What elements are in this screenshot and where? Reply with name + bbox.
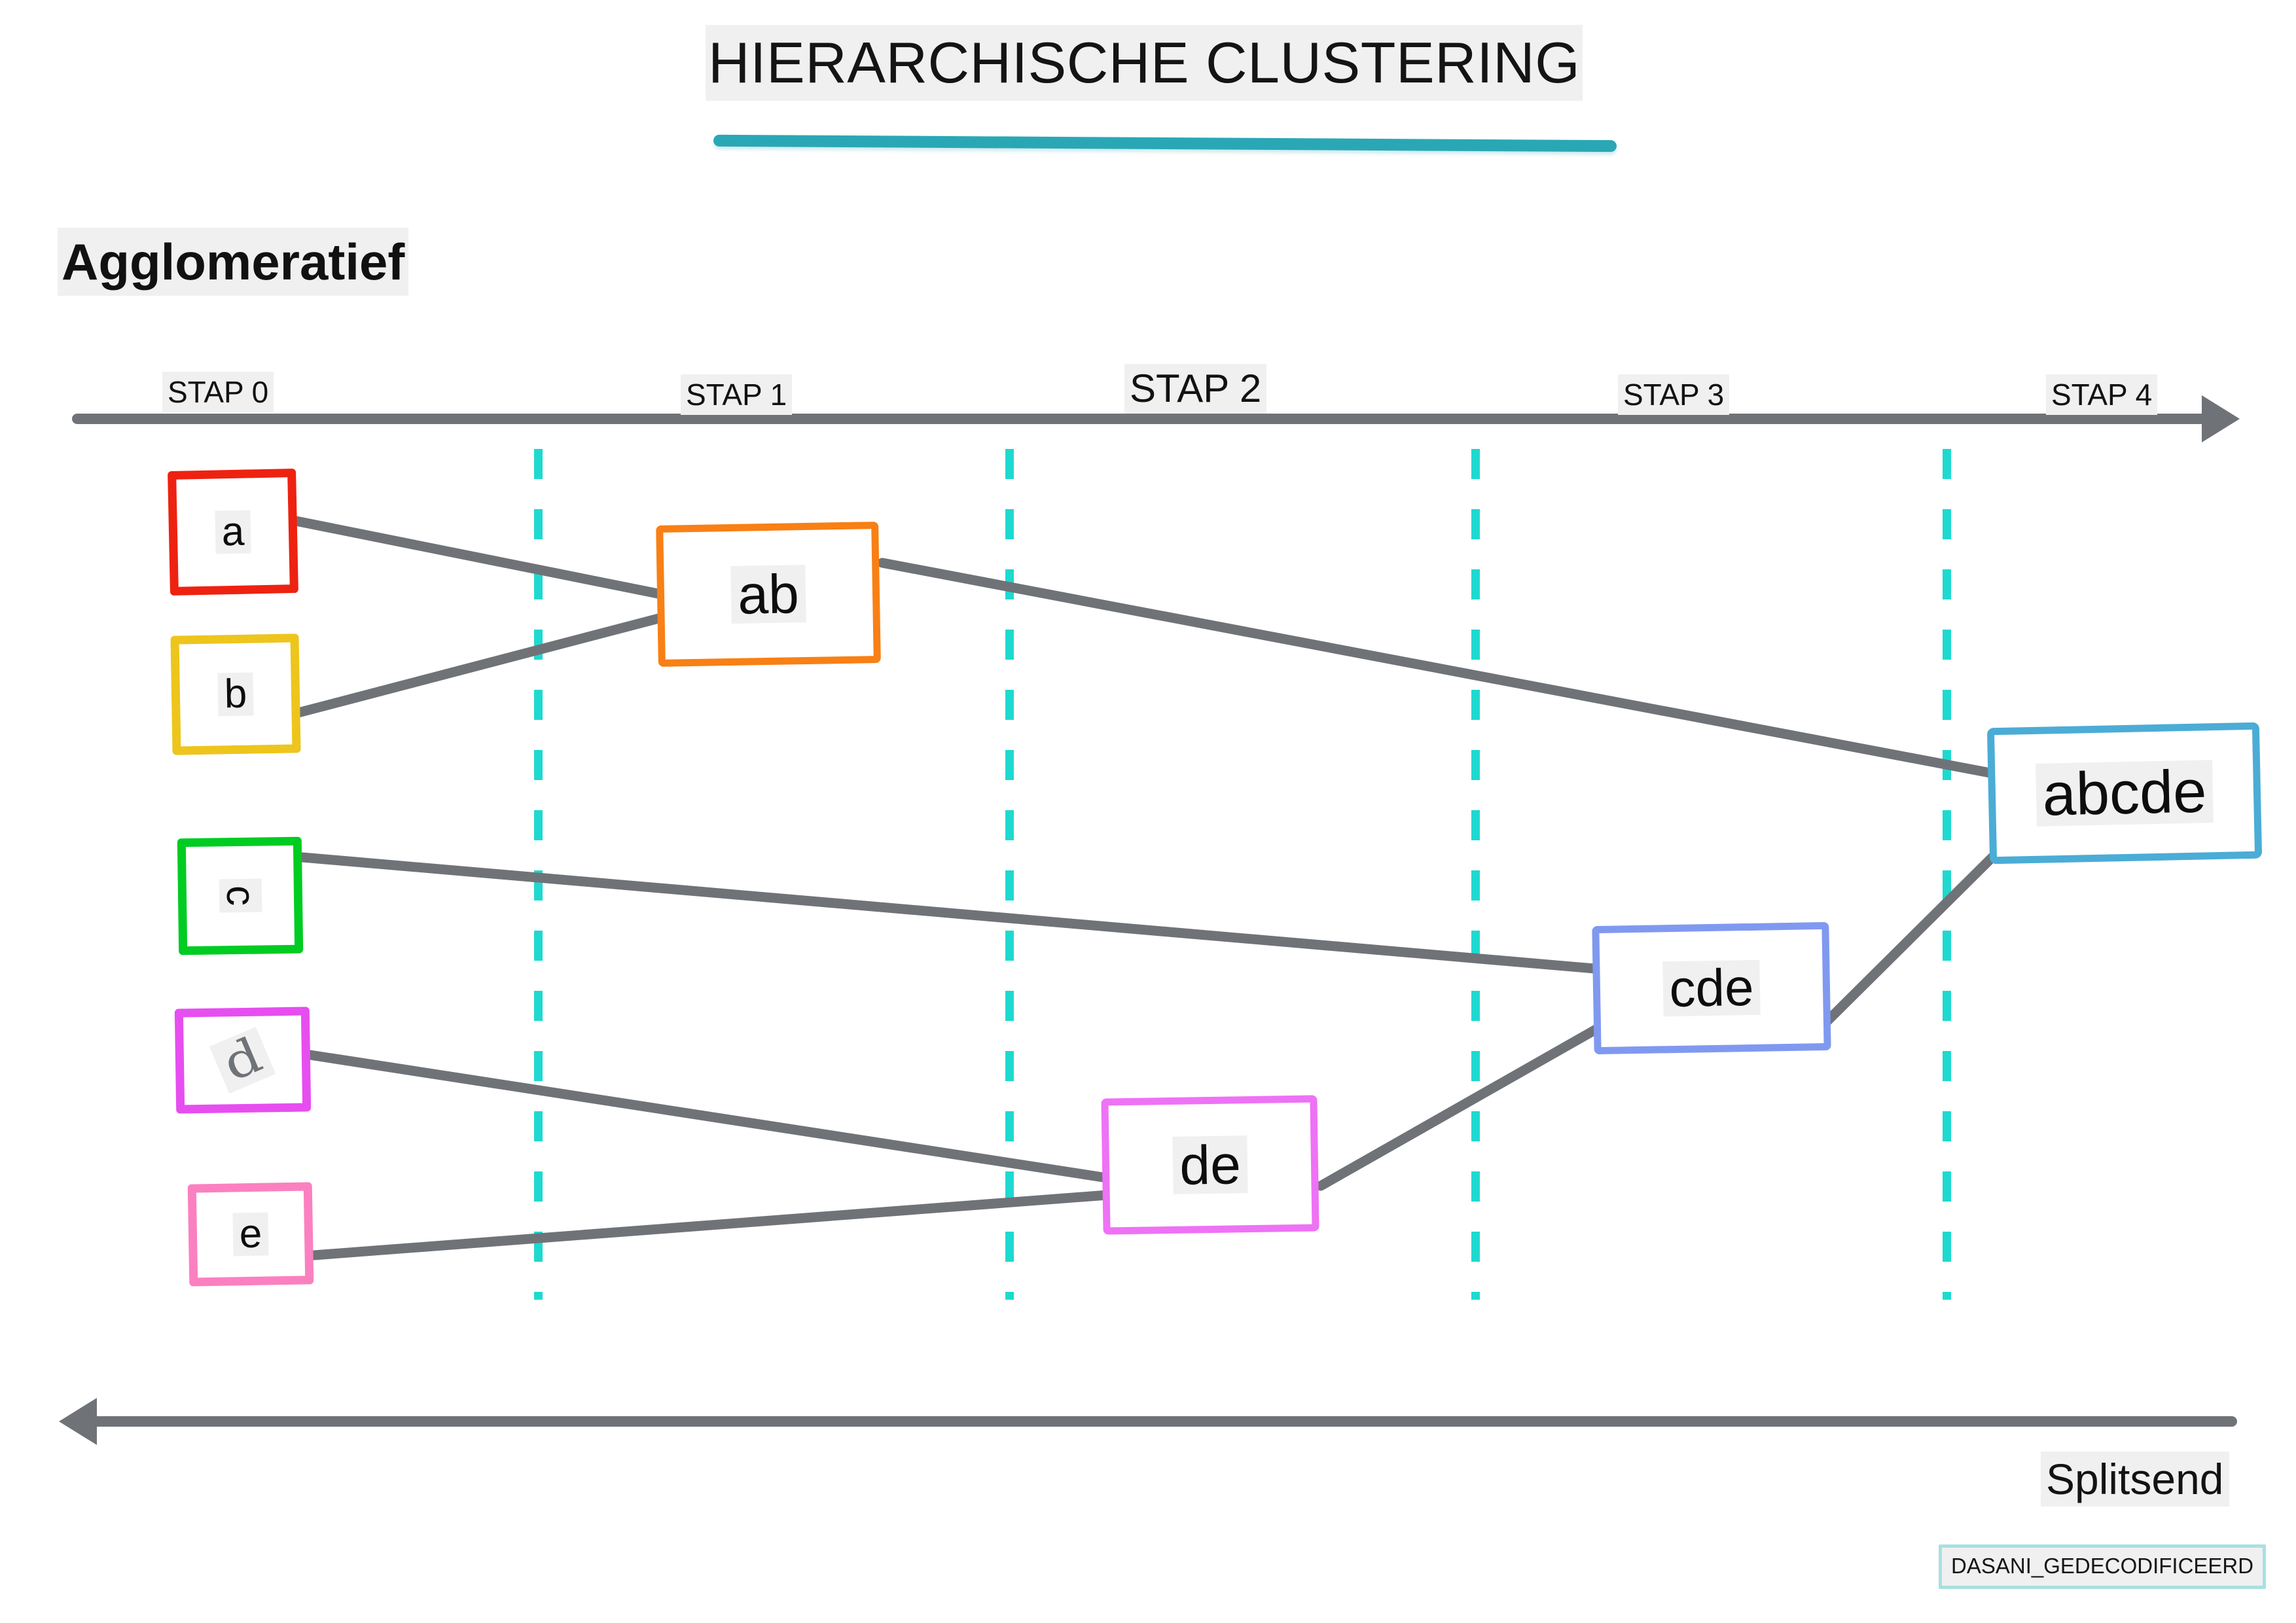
step-label-3: STAP 3 bbox=[1618, 374, 1730, 415]
watermark-label: DASANI_GEDECODIFICEERD bbox=[1939, 1544, 2267, 1589]
step-separator-1 bbox=[534, 449, 543, 1300]
node-abcde[interactable]: abcde bbox=[1986, 722, 2263, 865]
node-e[interactable]: e bbox=[187, 1182, 314, 1287]
edge-b-ab bbox=[291, 613, 666, 719]
node-d-label: d bbox=[209, 1027, 276, 1094]
edge-cde-abcde bbox=[1821, 846, 2004, 1027]
node-b[interactable]: b bbox=[170, 633, 301, 755]
node-de-label: de bbox=[1172, 1133, 1248, 1196]
node-e-label: e bbox=[232, 1211, 269, 1257]
edge-e-de bbox=[309, 1190, 1113, 1260]
node-de[interactable]: de bbox=[1101, 1095, 1319, 1235]
edge-c-cde bbox=[297, 852, 1600, 974]
title-block: HIERARCHISCHE CLUSTERING bbox=[706, 25, 1622, 103]
step-separator-4 bbox=[1943, 449, 1951, 1300]
page-title: HIERARCHISCHE CLUSTERING bbox=[706, 25, 1583, 101]
step-label-1: STAP 1 bbox=[681, 374, 793, 415]
node-a-label: a bbox=[215, 509, 251, 555]
edge-ab-abcde bbox=[877, 558, 1999, 779]
divisive-heading: Splitsend bbox=[2041, 1452, 2229, 1507]
step-separator-2 bbox=[1005, 449, 1014, 1300]
node-ab[interactable]: ab bbox=[656, 522, 881, 667]
node-b-label: b bbox=[217, 671, 254, 717]
node-abcde-label: abcde bbox=[2035, 758, 2214, 828]
agglomerative-heading: Agglomeratief bbox=[58, 228, 409, 296]
node-a[interactable]: a bbox=[168, 468, 298, 596]
timeline-divisive bbox=[84, 1416, 2237, 1427]
arrow-left-icon bbox=[59, 1398, 97, 1445]
node-cde[interactable]: cde bbox=[1592, 921, 1831, 1055]
edge-d-de bbox=[305, 1050, 1113, 1183]
step-label-4: STAP 4 bbox=[2046, 374, 2158, 415]
node-cde-label: cde bbox=[1662, 958, 1761, 1018]
node-ab-label: ab bbox=[730, 563, 806, 626]
edge-a-ab bbox=[291, 516, 666, 599]
title-underline bbox=[713, 134, 1617, 152]
step-separator-3 bbox=[1471, 449, 1480, 1300]
edge-de-cde bbox=[1316, 1024, 1602, 1191]
node-c[interactable]: c bbox=[177, 836, 304, 955]
node-d[interactable]: d bbox=[174, 1007, 312, 1114]
node-c-label: c bbox=[217, 879, 263, 913]
timeline-agglomerative bbox=[72, 414, 2212, 424]
arrow-right-icon bbox=[2202, 395, 2240, 442]
step-label-0: STAP 0 bbox=[162, 372, 274, 412]
step-label-2: STAP 2 bbox=[1124, 364, 1267, 414]
